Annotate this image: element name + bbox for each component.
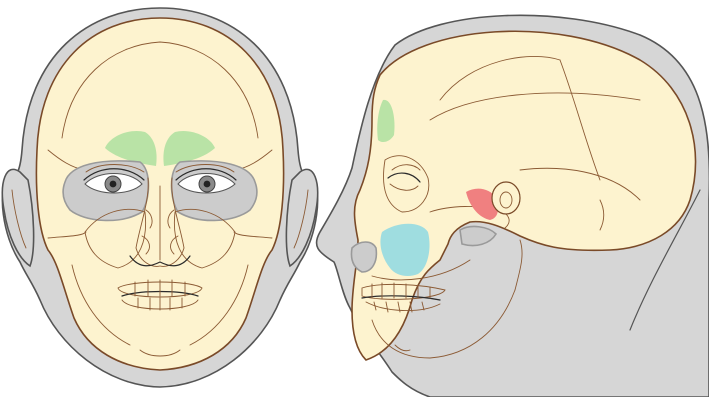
frontal-view bbox=[2, 8, 317, 387]
ear bbox=[492, 182, 520, 214]
nasal-cavity-lateral bbox=[351, 242, 376, 272]
frontal-ear-right bbox=[286, 169, 317, 266]
lateral-view bbox=[316, 15, 709, 397]
frontal-ear-left bbox=[2, 169, 33, 266]
